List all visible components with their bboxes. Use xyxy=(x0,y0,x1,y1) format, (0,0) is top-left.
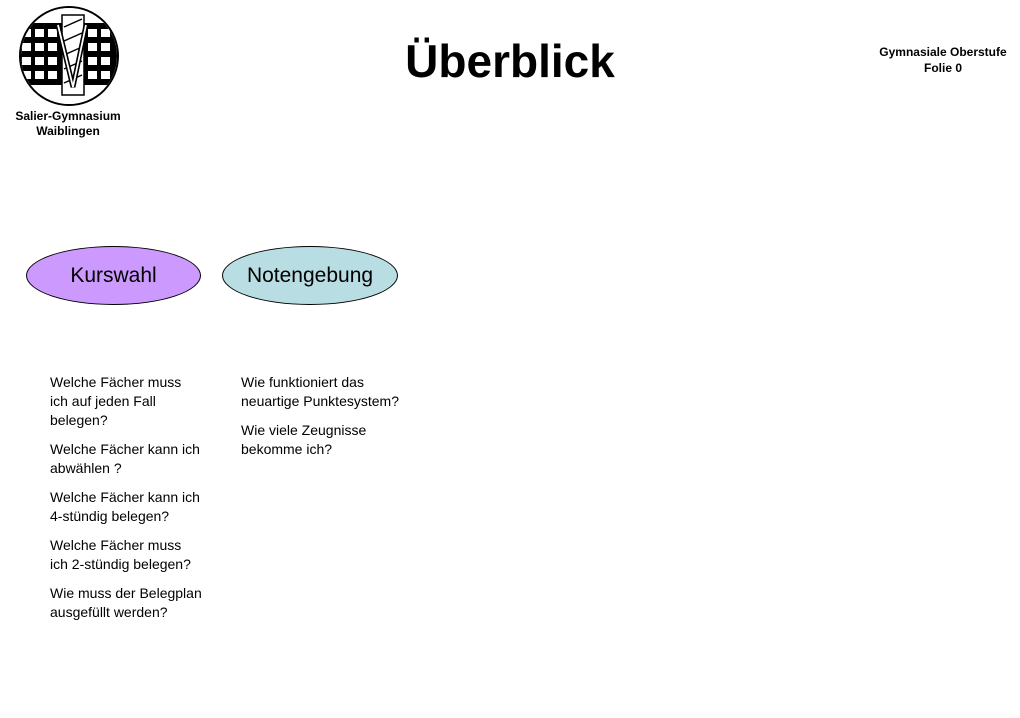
topic-kurswahl-label: Kurswahl xyxy=(70,263,157,287)
slide-number: Folie 0 xyxy=(923,61,962,75)
page-title: Überblick xyxy=(405,35,615,87)
question-item: Welche Fächer kann ich 4-stündig belegen… xyxy=(50,489,200,524)
question-item: Wie muss der Belegplan ausgefüllt werden… xyxy=(50,585,202,620)
question-item: Wie funktioniert das neuartige Punktesys… xyxy=(241,374,399,409)
school-name-line2: Waiblingen xyxy=(36,124,100,138)
school-logo-icon xyxy=(18,5,120,107)
school-name-line1: Salier-Gymnasium xyxy=(15,109,121,123)
question-item: Welche Fächer muss ich 2-stündig belegen… xyxy=(50,537,191,572)
course-info: Gymnasiale Oberstufe Folie 0 xyxy=(866,44,1020,76)
topic-notengebung-label: Notengebung xyxy=(246,263,374,287)
school-name: Salier-Gymnasium Waiblingen xyxy=(0,109,136,139)
kurswahl-question-list: Welche Fächer muss ich auf jeden Fall be… xyxy=(50,373,202,632)
question-item: Welche Fächer kann ich abwählen ? xyxy=(50,441,200,476)
topic-kurswahl-button[interactable]: Kurswahl xyxy=(26,246,201,305)
question-item: Wie viele Zeugnisse bekomme ich? xyxy=(241,422,367,457)
notengebung-question-list: Wie funktioniert das neuartige Punktesys… xyxy=(241,373,401,469)
topic-notengebung-button[interactable]: Notengebung xyxy=(222,246,398,305)
question-item: Welche Fächer muss ich auf jeden Fall be… xyxy=(50,374,182,428)
course-name: Gymnasiale Oberstufe xyxy=(879,45,1007,59)
